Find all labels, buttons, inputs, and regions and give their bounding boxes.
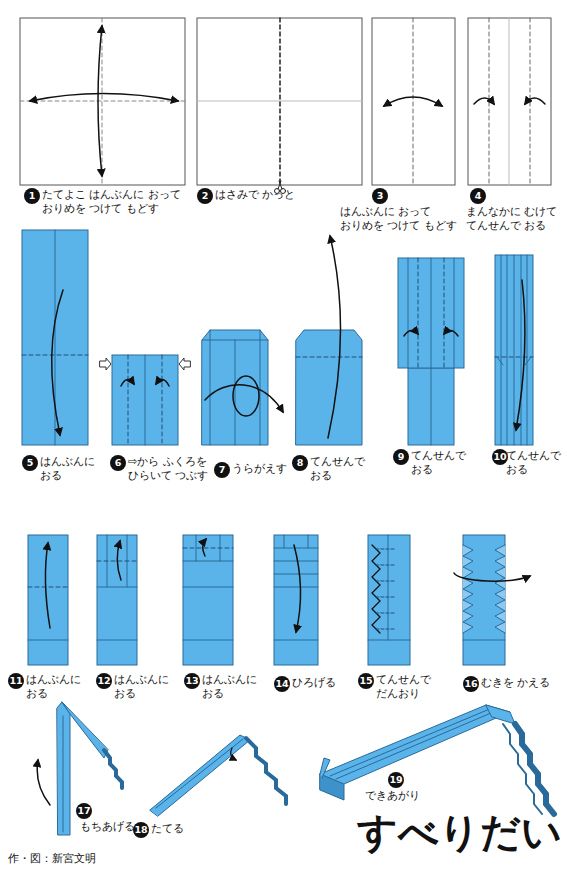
- blue-strip: [183, 535, 233, 665]
- blue-strip: [454, 535, 530, 665]
- step-number: 18: [133, 822, 149, 838]
- step-caption: もちあげる: [80, 820, 135, 834]
- step-caption: ひろげる: [292, 676, 336, 690]
- step-number: 4: [470, 188, 486, 204]
- blue-strip: [100, 355, 190, 445]
- step-number: 2: [197, 188, 213, 204]
- step-number: 10: [492, 449, 508, 465]
- blue-strip: [296, 236, 362, 445]
- step-number: 3: [372, 188, 388, 204]
- paper-square: [20, 18, 185, 185]
- step-caption: むきを かえる: [481, 676, 551, 690]
- step-number: 12: [96, 673, 112, 689]
- paper-rect: [372, 18, 455, 185]
- step-number: 11: [8, 673, 24, 689]
- step-number: 1: [24, 188, 40, 204]
- paper-square: [197, 18, 362, 194]
- step-caption: たてよこ はんぶんに おって おりめを つけて もどす: [42, 188, 192, 216]
- slide-finished: [320, 705, 554, 814]
- step-caption: てんせんで だんおり: [376, 673, 436, 701]
- blue-strip: [22, 230, 88, 445]
- step-caption: たてる: [151, 822, 184, 836]
- credit-text: 作・図：新宮文明: [8, 852, 96, 866]
- step-caption: ⇨から ふくろを ひらいて つぶす: [128, 455, 214, 483]
- step-caption: うらがえす: [232, 462, 287, 476]
- step-caption: はさみで かっと: [215, 188, 296, 202]
- step-caption: はんぶんに おる: [40, 455, 100, 483]
- paper-rect: [468, 18, 551, 185]
- step-caption: はんぶんに おる: [114, 673, 174, 701]
- step-caption: てんせんで おる: [506, 449, 562, 477]
- title-text: すべりだい: [357, 812, 562, 852]
- step-caption: てんせんで おる: [411, 449, 471, 477]
- blue-strip: [368, 535, 410, 665]
- step-caption: まんなかに むけて てんせんで おる: [466, 205, 562, 233]
- step-number: 13: [184, 673, 200, 689]
- step-caption: はんぶんに おる: [202, 673, 262, 701]
- slide-lifting: [37, 702, 122, 835]
- blue-strip: [495, 255, 533, 445]
- step-number: 9: [393, 449, 409, 465]
- slide-standing: [150, 735, 286, 816]
- blue-strip: [97, 535, 137, 665]
- blue-strip: [274, 535, 318, 665]
- step-caption: はんぶんに おって おりめを つけて もどす: [340, 205, 468, 233]
- step-number: 17: [76, 803, 92, 819]
- step-number: 7: [214, 462, 230, 478]
- step-number: 14: [274, 676, 290, 692]
- blue-strip: [28, 535, 68, 665]
- step-number: 15: [358, 673, 374, 689]
- step-number: 16: [463, 676, 479, 692]
- step-caption: できあがり: [365, 789, 420, 803]
- blue-strip: [398, 258, 464, 445]
- step-number: 6: [110, 455, 126, 471]
- step-number: 8: [292, 455, 308, 471]
- step-number: 5: [22, 455, 38, 471]
- step-caption: てんせんで おる: [310, 455, 370, 483]
- blue-strip: [202, 330, 283, 445]
- step-number: 19: [388, 772, 404, 788]
- step-caption: はんぶんに おる: [26, 673, 86, 701]
